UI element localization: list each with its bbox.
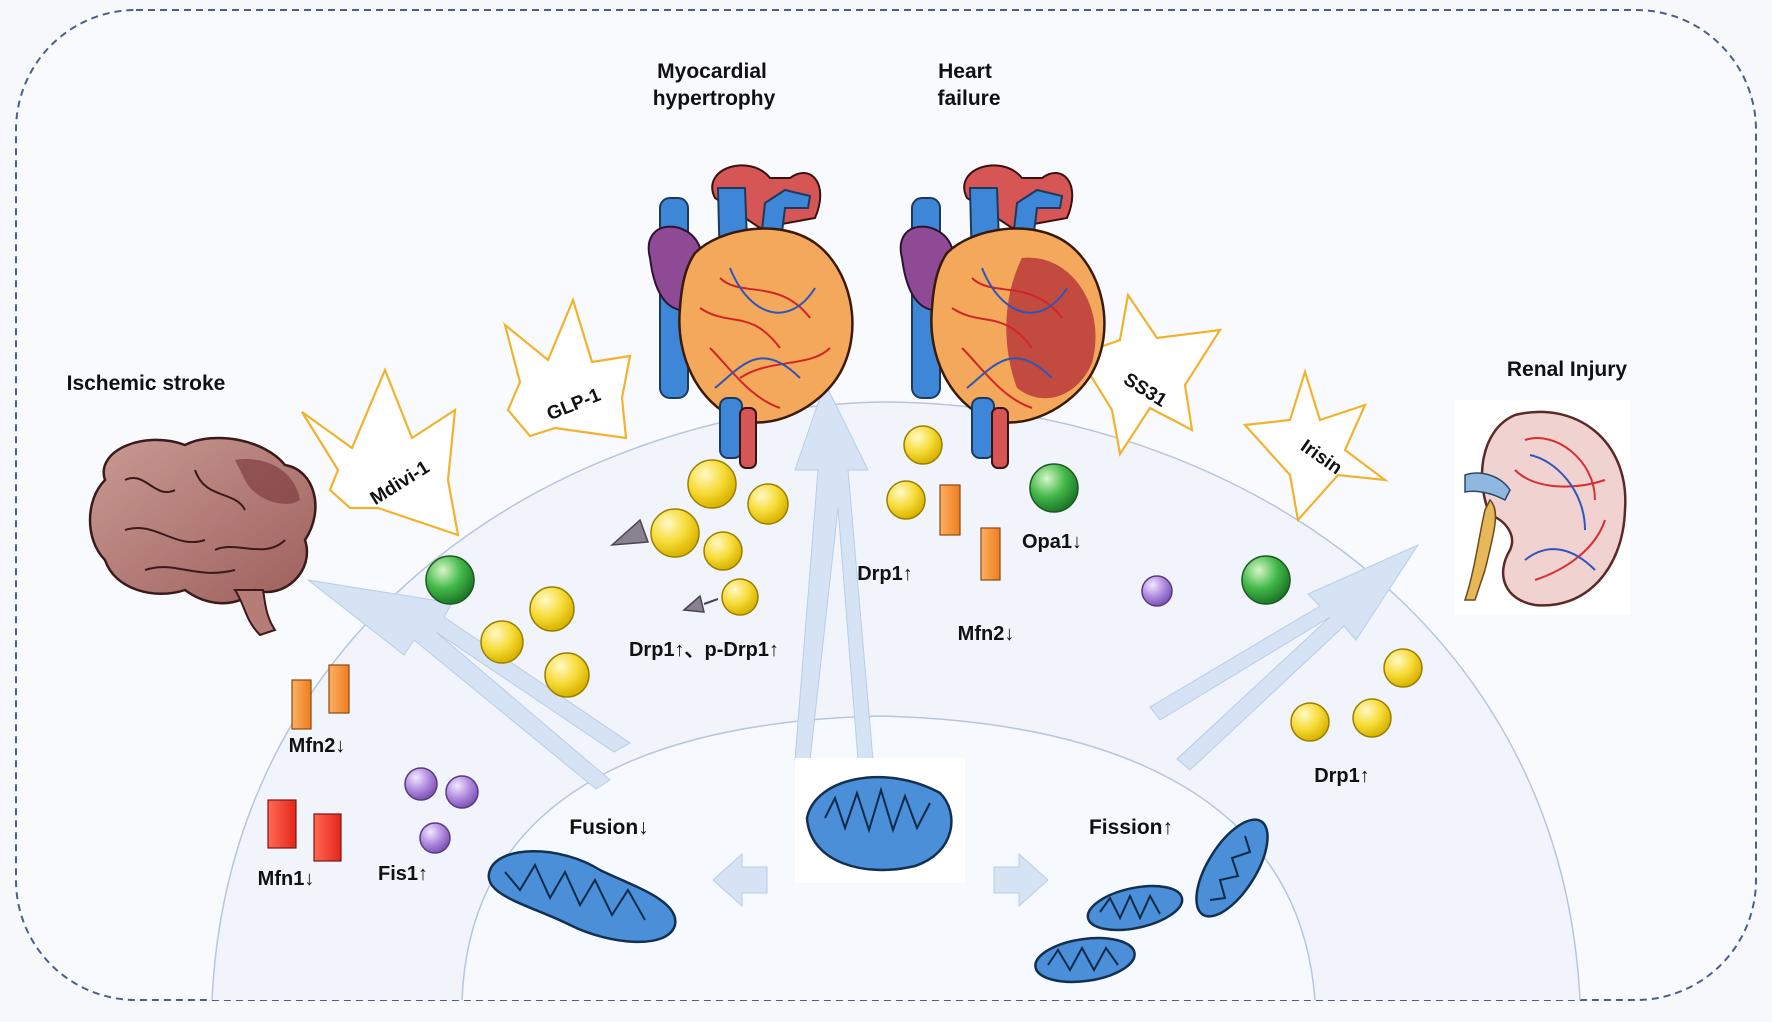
triangle-icon [609, 518, 650, 546]
mitochondrion-icon [487, 850, 677, 944]
label-mfn2-heart: Mfn2↓ [958, 623, 1015, 645]
arrow-to-brain [307, 579, 631, 790]
title-myocardial-1: Myocardial [657, 60, 767, 83]
heart-icon [899, 164, 1106, 469]
mfn2-bars [291, 484, 1001, 730]
label-drp1-heart: Drp1↑ [857, 563, 913, 585]
drug-star-bursts [301, 292, 1389, 537]
title-heart-failure-1: Heart [938, 60, 992, 83]
arrow-left-fusion [712, 852, 768, 908]
star-burst-icon [301, 367, 460, 537]
label-drp1-pdrp1: Drp1↑、p-Drp1↑ [629, 639, 779, 661]
arrow-right-fission [993, 852, 1049, 908]
mitochondrion-icon [1034, 818, 1269, 984]
triangle-icon [682, 594, 705, 613]
phospho-triangles [609, 518, 719, 613]
opa1-particles [425, 463, 1291, 605]
star-burst-icon [503, 296, 632, 440]
label-fusion: Fusion↓ [569, 816, 648, 839]
brain-icon [88, 436, 317, 637]
heart-icon [647, 164, 854, 469]
title-ischemic-stroke: Ischemic stroke [67, 372, 226, 395]
label-fis1: Fis1↑ [378, 863, 428, 885]
label-fission: Fission↑ [1089, 816, 1173, 839]
title-heart-failure-2: failure [937, 87, 1000, 110]
drp1-particles [480, 425, 1423, 742]
arrow-up-heart [794, 381, 874, 761]
fis1-particles [404, 575, 1173, 854]
label-mfn1: Mfn1↓ [258, 868, 315, 890]
star-burst-icon [1076, 292, 1223, 457]
mfn1-bars [267, 799, 342, 862]
label-drp1-kidney: Drp1↑ [1314, 765, 1370, 787]
star-burst-icon [1242, 368, 1389, 523]
pathway-arrows [307, 381, 1420, 908]
mitochondrion-icon [795, 758, 965, 883]
label-opa1: Opa1↓ [1022, 531, 1082, 553]
label-mfn2-brain: Mfn2↓ [289, 735, 346, 757]
title-renal-injury: Renal Injury [1507, 358, 1628, 381]
title-myocardial-2: hypertrophy [653, 87, 776, 110]
arrow-to-kidney [1149, 543, 1420, 771]
kidney-icon [1455, 400, 1630, 615]
